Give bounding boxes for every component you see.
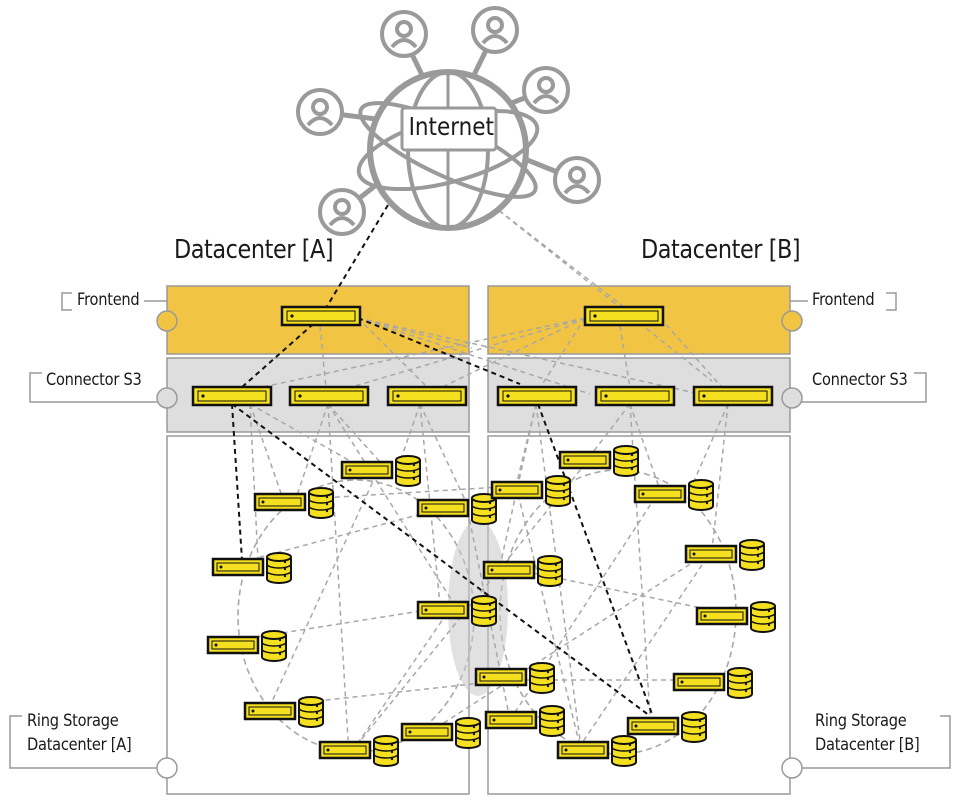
storage-node <box>626 711 707 743</box>
user-icon <box>296 88 344 136</box>
storage-node <box>211 552 292 584</box>
disk-stack-icon <box>613 445 639 477</box>
server-nodes <box>191 305 774 407</box>
storage-nodes <box>206 445 776 767</box>
storage-node <box>416 493 497 525</box>
disk-stack-icon <box>308 487 334 519</box>
user-icon <box>471 6 519 54</box>
ring-storage-label-b-line2: Datacenter [B] <box>815 735 920 755</box>
storage-node <box>484 705 565 737</box>
connector-server <box>692 385 774 407</box>
connector-server <box>496 385 578 407</box>
storage-node <box>318 735 399 767</box>
disk-stack-icon <box>455 717 481 749</box>
disk-stack-icon <box>545 475 571 507</box>
user-icon <box>553 156 601 204</box>
ring-storage-label-a-line2: Datacenter [A] <box>27 735 132 755</box>
disk-stack-icon <box>539 705 565 737</box>
disk-stack-icon <box>681 711 707 743</box>
connector-label-a: Connector S3 <box>46 370 142 390</box>
callouts <box>9 292 951 769</box>
storage-node <box>633 479 714 511</box>
ring-storage-label-a-line1: Ring Storage <box>27 711 119 731</box>
disk-stack-icon <box>471 595 497 627</box>
disk-stack-icon <box>739 539 765 571</box>
connector-label-b: Connector S3 <box>812 370 908 390</box>
connector-s3-connector-b <box>781 387 803 409</box>
connector-server <box>191 385 273 407</box>
frontend-connector-a <box>156 310 178 332</box>
internet-label: Internet <box>408 112 494 141</box>
frontend-label-b: Frontend <box>812 290 875 310</box>
disk-stack-icon <box>750 601 776 633</box>
storage-node <box>253 487 334 519</box>
storage-node <box>556 735 637 767</box>
frontend-server-a <box>280 305 362 327</box>
connector-s3-connector-a <box>156 387 178 409</box>
disk-stack-icon <box>529 662 555 694</box>
disk-stack-icon <box>298 696 324 728</box>
disk-stack-icon <box>537 555 563 587</box>
storage-node <box>490 475 571 507</box>
disk-stack-icon <box>471 493 497 525</box>
storage-node <box>695 601 776 633</box>
storage-node <box>684 539 765 571</box>
connector-server <box>288 385 370 407</box>
user-icon <box>318 188 366 236</box>
ring-storage-label-b-line1: Ring Storage <box>815 711 907 731</box>
disk-stack-icon <box>373 735 399 767</box>
storage-node <box>558 445 639 477</box>
disk-stack-icon <box>261 630 287 662</box>
storage-node <box>474 662 555 694</box>
disk-stack-icon <box>611 735 637 767</box>
ring-storage-connector-a <box>156 757 178 779</box>
frontend-label-a: Frontend <box>77 290 140 310</box>
frontend-connector-b <box>781 310 803 332</box>
storage-node <box>400 717 481 749</box>
disk-stack-icon <box>266 552 292 584</box>
storage-node <box>243 696 324 728</box>
connector-server <box>594 385 676 407</box>
ring-storage-connector-b <box>781 757 803 779</box>
storage-node <box>340 455 421 487</box>
storage-node <box>416 595 497 627</box>
request-path <box>231 204 653 717</box>
disk-stack-icon <box>727 667 753 699</box>
storage-node <box>482 555 563 587</box>
user-icon <box>380 10 428 58</box>
disk-stack-icon <box>395 455 421 487</box>
storage-node <box>206 630 287 662</box>
disk-stack-icon <box>688 479 714 511</box>
storage-node <box>672 667 753 699</box>
user-icons <box>296 6 601 236</box>
user-icon <box>522 66 570 114</box>
datacenter-a-title: Datacenter [A] <box>174 235 334 265</box>
frontend-server-b <box>583 305 665 327</box>
connector-server <box>386 385 468 407</box>
datacenter-b-title: Datacenter [B] <box>641 235 801 265</box>
tier-connectors <box>156 310 803 779</box>
